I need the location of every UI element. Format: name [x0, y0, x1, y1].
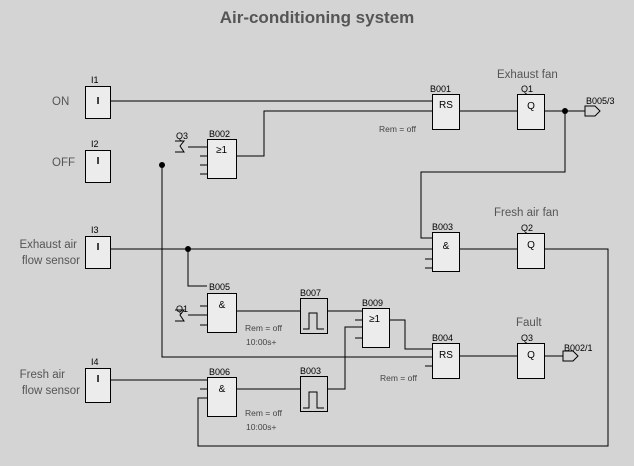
input-label-exhaust-line1: Exhaust air	[19, 239, 77, 251]
block-id-b001: B001	[430, 84, 452, 94]
block-note-b007: Rem = off	[245, 323, 282, 333]
input-label-on: ON	[52, 96, 70, 108]
block-id-b005: B005	[209, 282, 231, 292]
block-symbol-b001: RS	[439, 100, 453, 111]
block-note-b003-timer: Rem = off	[245, 408, 282, 418]
block-b007-timer[interactable]	[300, 298, 328, 334]
block-id-b004: B004	[432, 333, 454, 343]
block-time-b003-timer: 10:00s+	[246, 422, 277, 432]
input-symbol-i3: I	[96, 242, 100, 253]
block-b005-and[interactable]: &	[207, 293, 237, 333]
input-id-i1: I1	[91, 75, 99, 85]
block-time-b007: 10:00s+	[246, 337, 277, 347]
output-symbol-q2: Q	[527, 240, 535, 251]
input-symbol-i2: I	[96, 156, 100, 167]
block-note-b004: Rem = off	[380, 373, 417, 383]
connector-label-b002-1: B002/1	[564, 343, 593, 353]
block-b003-timer[interactable]	[300, 376, 328, 412]
input-block-i4[interactable]: I	[85, 368, 111, 403]
block-symbol-b002: ≥1	[216, 145, 228, 156]
block-id-b002: B002	[209, 129, 231, 139]
block-symbol-b003-and: &	[442, 241, 450, 252]
diagram-title: Air-conditioning system	[219, 8, 415, 27]
output-id-q2: Q2	[521, 223, 534, 233]
output-symbol-q1: Q	[527, 101, 535, 112]
output-symbol-q3: Q	[527, 350, 535, 361]
input-label-fresh-line2: flow sensor	[21, 385, 80, 397]
input-label-off: OFF	[52, 157, 75, 169]
output-title-q1: Exhaust fan	[497, 69, 558, 81]
input-symbol-i4: I	[96, 374, 100, 385]
output-block-q3[interactable]: Q	[517, 343, 545, 379]
input-id-i4: I4	[91, 357, 99, 367]
block-note-b001: Rem = off	[379, 124, 416, 134]
output-title-q2: Fresh air fan	[494, 207, 559, 219]
block-b009-or[interactable]: ≥1	[362, 308, 390, 348]
block-symbol-b005: &	[218, 300, 226, 311]
block-symbol-b009: ≥1	[369, 314, 381, 325]
connector-label-b005-3: B005/3	[586, 96, 615, 106]
block-b003-and[interactable]: &	[432, 232, 460, 272]
block-b002-or[interactable]: ≥1	[207, 139, 237, 179]
block-symbol-b004: RS	[439, 350, 453, 361]
input-block-i2[interactable]: I	[85, 150, 111, 183]
input-block-i3[interactable]: I	[85, 236, 111, 269]
block-symbol-b006: &	[218, 384, 226, 395]
input-id-i2: I2	[91, 139, 99, 149]
block-id-b003-timer: B003	[300, 366, 322, 376]
output-block-q2[interactable]: Q	[517, 233, 545, 269]
input-label-fresh-line1: Fresh air	[19, 369, 65, 381]
input-id-i3: I3	[91, 225, 99, 235]
input-block-i1[interactable]: I	[85, 86, 111, 119]
block-b001-rs[interactable]: RS	[432, 94, 460, 130]
flag-id-q1: Q1	[176, 304, 189, 314]
output-title-q3: Fault	[516, 317, 542, 329]
output-block-q1[interactable]: Q	[517, 94, 545, 130]
input-label-exhaust-line2: flow sensor	[21, 255, 80, 267]
output-id-q3: Q3	[521, 333, 534, 343]
block-b004-rs[interactable]: RS	[432, 343, 460, 379]
block-id-b003-and: B003	[432, 222, 454, 232]
output-id-q1: Q1	[521, 84, 534, 94]
input-symbol-i1: I	[96, 96, 100, 107]
flag-id-q3: Q3	[176, 131, 189, 141]
block-id-b006: B006	[209, 367, 231, 377]
block-b006-and[interactable]: &	[207, 377, 237, 417]
block-id-b007: B007	[300, 288, 322, 298]
block-id-b009: B009	[362, 298, 384, 308]
